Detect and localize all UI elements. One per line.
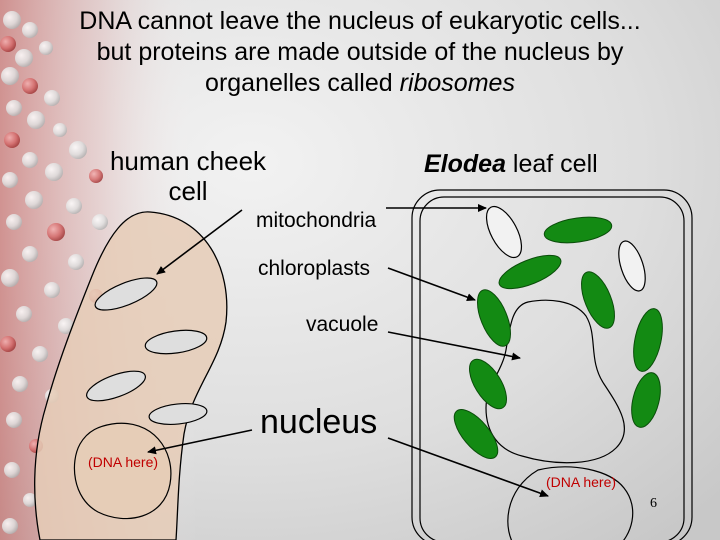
cheek-mitochondrion: [94, 277, 158, 311]
cheek-cell-label-line1: human cheek: [109, 146, 267, 176]
elodea-mitochondrion: [485, 205, 523, 259]
elodea-dna-label: (DNA here): [546, 474, 617, 490]
arrow-chloroplasts: [387, 267, 476, 301]
arrow-cheek-cell: [156, 209, 243, 275]
cheek-cell-label-line2: cell: [168, 176, 208, 206]
cheek-cell-diagram: [34, 211, 228, 540]
elodea-genus-name: Elodea: [424, 150, 506, 178]
title-line-3: organelles called ribosomes: [0, 68, 720, 99]
elodea-nucleus: [507, 466, 634, 540]
mitochondria-label: mitochondria: [256, 209, 377, 232]
arrow-nucleus-elodea: [387, 437, 549, 498]
label-arrows: [147, 204, 549, 498]
title-ribosomes-term: ribosomes: [399, 69, 515, 97]
cheek-mitochondrion: [144, 329, 208, 355]
chloroplast: [543, 216, 613, 244]
title-line-2: but proteins are made outside of the nuc…: [96, 38, 624, 66]
chloroplast: [453, 409, 499, 459]
elodea-mitochondrion: [618, 240, 646, 292]
cheek-nucleus: [73, 422, 172, 520]
nucleus-label: nucleus: [260, 403, 378, 441]
elodea-cell-membrane: [419, 196, 685, 540]
elodea-cell-label: Elodea leaf cell: [424, 150, 598, 179]
arrow-nucleus-cheek: [147, 429, 253, 455]
elodea-cell-wall: [411, 189, 693, 540]
elodea-cell-diagram: [411, 189, 693, 540]
chloroplast: [498, 254, 562, 290]
chloroplast: [477, 289, 511, 347]
vacuole-label: vacuole: [306, 313, 379, 336]
chloroplast: [469, 358, 507, 410]
title-line-1: DNA cannot leave the nucleus of eukaryot…: [79, 7, 641, 35]
slide-title: DNA cannot leave the nucleus of eukaryot…: [0, 6, 720, 99]
cheek-dna-label: (DNA here): [88, 454, 159, 470]
chloroplast: [631, 372, 661, 428]
chloroplast: [581, 271, 615, 329]
chloroplast: [633, 308, 663, 372]
cheek-cell-label: human cheek cell: [88, 146, 288, 206]
elodea-vacuole: [485, 299, 626, 464]
cheek-mitochondrion: [86, 370, 146, 402]
arrow-vacuole: [387, 331, 521, 361]
page-number: 6: [650, 496, 657, 511]
elodea-label-rest: leaf cell: [505, 150, 598, 178]
cheek-mitochondrion: [148, 403, 208, 425]
title-line-3-prefix: organelles called: [205, 69, 400, 97]
chloroplasts-label: chloroplasts: [258, 257, 371, 280]
